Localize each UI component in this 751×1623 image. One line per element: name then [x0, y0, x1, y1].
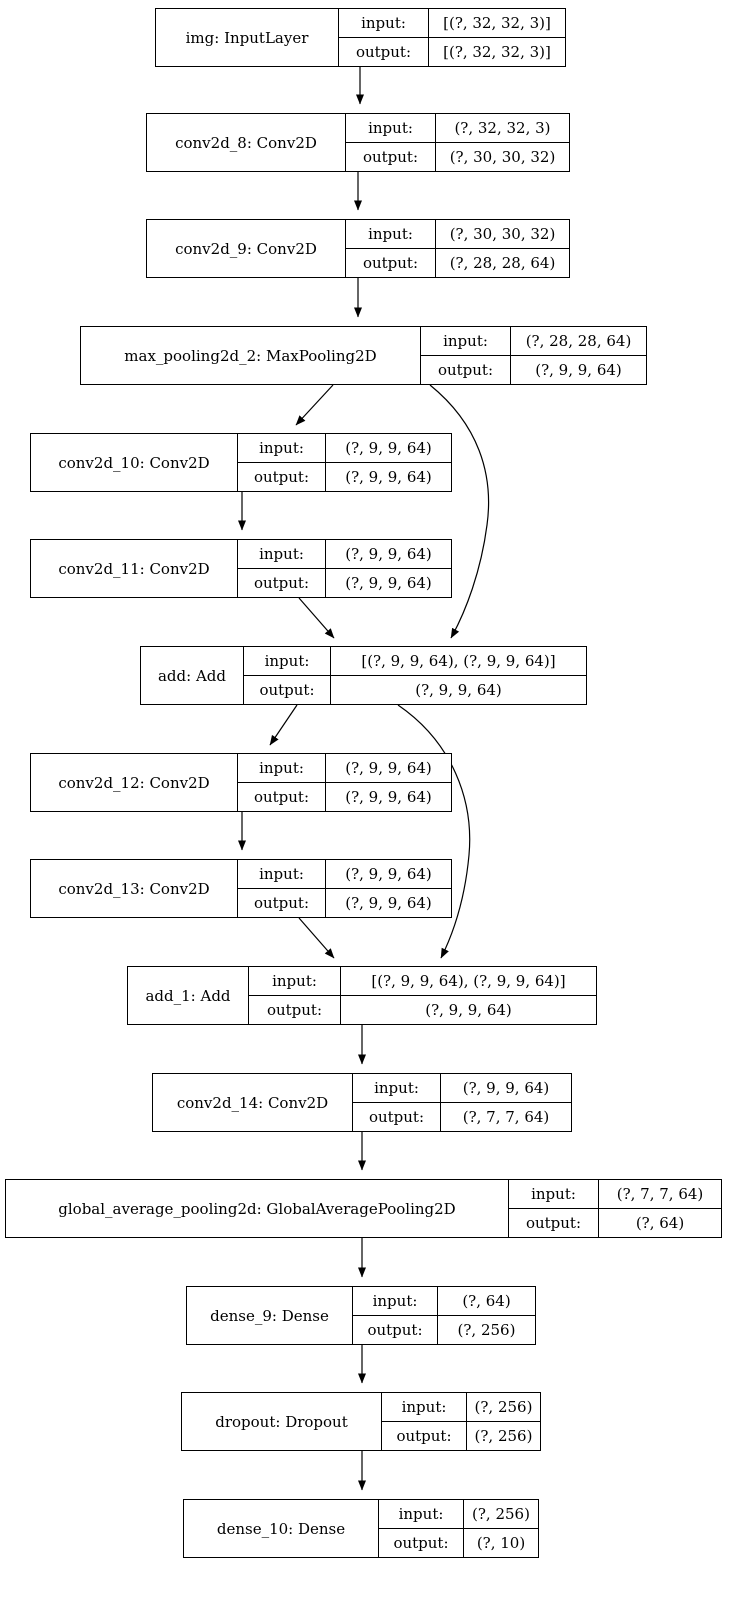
layer-title: dropout: Dropout	[182, 1393, 382, 1450]
node-max_pooling2d_2: max_pooling2d_2: MaxPooling2D input: (?,…	[80, 326, 647, 385]
input-label: input:	[238, 754, 326, 782]
node-dense_9: dense_9: Dense input: (?, 64) output: (?…	[186, 1286, 536, 1345]
input-label: input:	[421, 327, 511, 355]
layer-title: conv2d_8: Conv2D	[147, 114, 346, 171]
input-shape: (?, 64)	[462, 1292, 511, 1310]
input-label: input:	[509, 1180, 599, 1208]
edge-conv2d_13-add_1	[298, 917, 335, 959]
layer-title: conv2d_11: Conv2D	[31, 540, 238, 597]
output-label: output:	[421, 356, 511, 384]
node-conv2d_11: conv2d_11: Conv2D input: (?, 9, 9, 64) o…	[30, 539, 452, 598]
output-shape: (?, 9, 9, 64)	[415, 681, 502, 699]
output-shape: (?, 10)	[476, 1534, 526, 1552]
layer-title: conv2d_13: Conv2D	[31, 860, 238, 917]
output-shape: (?, 9, 9, 64)	[535, 361, 622, 379]
layer-title: add: Add	[141, 647, 244, 704]
output-label: output:	[346, 249, 436, 277]
output-shape: (?, 30, 30, 32)	[449, 148, 556, 166]
output-shape: (?, 256)	[457, 1321, 516, 1339]
edge-max_pooling2d_2-conv2d_10	[295, 384, 334, 426]
input-label: input:	[244, 647, 331, 675]
node-dense_10: dense_10: Dense input: (?, 256) output: …	[183, 1499, 539, 1558]
input-shape: [(?, 9, 9, 64), (?, 9, 9, 64)]	[361, 652, 556, 670]
node-conv2d_8: conv2d_8: Conv2D input: (?, 32, 32, 3) o…	[146, 113, 570, 172]
layer-title: conv2d_10: Conv2D	[31, 434, 238, 491]
output-label: output:	[249, 996, 341, 1024]
input-label: input:	[238, 860, 326, 888]
input-shape: (?, 7, 7, 64)	[616, 1185, 704, 1203]
layer-title: conv2d_12: Conv2D	[31, 754, 238, 811]
output-label: output:	[238, 463, 326, 491]
output-label: output:	[238, 889, 326, 917]
layer-title: dense_10: Dense	[184, 1500, 379, 1557]
output-label: output:	[353, 1316, 438, 1344]
input-label: input:	[353, 1074, 441, 1102]
input-label: input:	[346, 114, 436, 142]
input-shape: (?, 9, 9, 64)	[345, 545, 432, 563]
input-shape: (?, 256)	[472, 1505, 530, 1523]
node-conv2d_10: conv2d_10: Conv2D input: (?, 9, 9, 64) o…	[30, 433, 452, 492]
node-conv2d_13: conv2d_13: Conv2D input: (?, 9, 9, 64) o…	[30, 859, 452, 918]
input-shape: [(?, 32, 32, 3)]	[443, 14, 551, 32]
node-conv2d_9: conv2d_9: Conv2D input: (?, 30, 30, 32) …	[146, 219, 570, 278]
input-label: input:	[379, 1500, 464, 1528]
output-shape: (?, 64)	[635, 1214, 685, 1232]
output-shape: (?, 9, 9, 64)	[425, 1001, 512, 1019]
output-shape: (?, 9, 9, 64)	[345, 894, 432, 912]
output-shape: (?, 9, 9, 64)	[345, 468, 432, 486]
layer-title: conv2d_14: Conv2D	[153, 1074, 353, 1131]
layer-title: conv2d_9: Conv2D	[147, 220, 346, 277]
input-label: input:	[353, 1287, 438, 1315]
input-label: input:	[346, 220, 436, 248]
output-label: output:	[353, 1103, 441, 1131]
input-shape: [(?, 9, 9, 64), (?, 9, 9, 64)]	[371, 972, 566, 990]
input-label: input:	[238, 434, 326, 462]
input-label: input:	[238, 540, 326, 568]
output-label: output:	[339, 38, 429, 66]
input-label: input:	[339, 9, 429, 37]
input-label: input:	[382, 1393, 467, 1421]
layer-title: max_pooling2d_2: MaxPooling2D	[81, 327, 421, 384]
node-add: add: Add input: [(?, 9, 9, 64), (?, 9, 9…	[140, 646, 587, 705]
edge-conv2d_11-add	[298, 597, 335, 639]
input-shape: (?, 9, 9, 64)	[462, 1079, 550, 1097]
input-shape: (?, 28, 28, 64)	[525, 332, 632, 350]
node-img: img: InputLayer input: [(?, 32, 32, 3)] …	[155, 8, 566, 67]
edge-max_pooling2d_2-add	[429, 384, 490, 639]
input-shape: (?, 256)	[474, 1398, 533, 1416]
output-label: output:	[379, 1529, 464, 1557]
layer-title: dense_9: Dense	[187, 1287, 353, 1344]
node-conv2d_12: conv2d_12: Conv2D input: (?, 9, 9, 64) o…	[30, 753, 452, 812]
input-shape: (?, 30, 30, 32)	[449, 225, 556, 243]
edge-add-add_1	[397, 704, 471, 959]
input-shape: (?, 32, 32, 3)	[454, 119, 551, 137]
layer-title: img: InputLayer	[156, 9, 339, 66]
node-dropout: dropout: Dropout input: (?, 256) output:…	[181, 1392, 541, 1451]
output-shape: (?, 9, 9, 64)	[345, 788, 432, 806]
output-label: output:	[238, 783, 326, 811]
output-shape: [(?, 32, 32, 3)]	[443, 43, 551, 61]
input-label: input:	[249, 967, 341, 995]
output-shape: (?, 7, 7, 64)	[462, 1108, 550, 1126]
output-label: output:	[382, 1422, 467, 1450]
output-label: output:	[346, 143, 436, 171]
layer-title: add_1: Add	[128, 967, 249, 1024]
node-global_average_pooling2d: global_average_pooling2d: GlobalAverageP…	[5, 1179, 722, 1238]
output-shape: (?, 9, 9, 64)	[345, 574, 432, 592]
output-label: output:	[238, 569, 326, 597]
node-add_1: add_1: Add input: [(?, 9, 9, 64), (?, 9,…	[127, 966, 597, 1025]
input-shape: (?, 9, 9, 64)	[345, 759, 432, 777]
output-shape: (?, 28, 28, 64)	[449, 254, 556, 272]
input-shape: (?, 9, 9, 64)	[345, 865, 432, 883]
edge-add-conv2d_12	[269, 704, 298, 746]
output-label: output:	[244, 676, 331, 704]
layer-title: global_average_pooling2d: GlobalAverageP…	[6, 1180, 509, 1237]
output-shape: (?, 256)	[474, 1427, 533, 1445]
output-label: output:	[509, 1209, 599, 1237]
node-conv2d_14: conv2d_14: Conv2D input: (?, 9, 9, 64) o…	[152, 1073, 572, 1132]
input-shape: (?, 9, 9, 64)	[345, 439, 432, 457]
